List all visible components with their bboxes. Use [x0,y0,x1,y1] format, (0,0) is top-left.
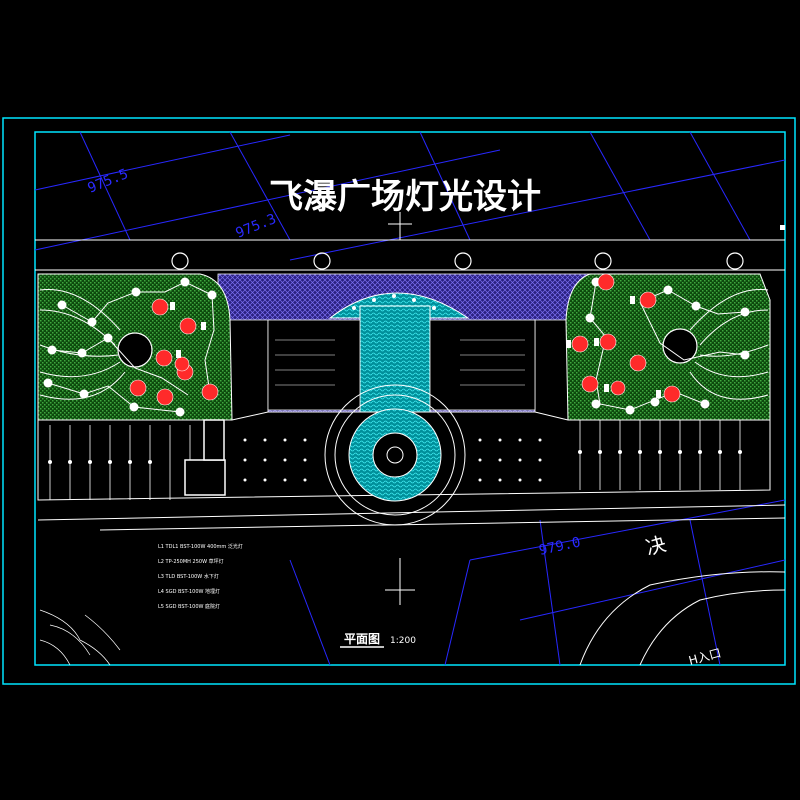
legend-row-3: L3 TLD BST-100W 水下灯 [158,573,219,580]
cascade-lights [352,294,436,310]
lawn-wave-right [689,289,769,400]
legend-row-5: L5 SGD BST-100W 庭院灯 [158,603,220,610]
lower-road [37,504,786,666]
drawing-title: 飞瀑广场灯光设计 [269,177,541,217]
parking-lights [48,450,742,464]
outer-frame [2,117,796,685]
shrub-lights [129,273,681,406]
top-road [35,239,785,271]
survey-grid [34,131,786,666]
scale-label: 1:200 [390,636,416,646]
small-building [184,419,226,496]
legend-row-1: L1 TDL1 BST-100W 400mm 泛光灯 [158,543,243,550]
plaza-floor-lights [243,438,542,482]
axis-marker-bottom [385,558,415,605]
plan-label: 平面图 [344,632,380,646]
parking-right [579,420,741,490]
terrace-steps [275,339,525,386]
road-lamps [171,252,744,270]
road-text: 决 [643,531,669,559]
inner-frame [34,131,786,666]
legend-row-2: L2 TP-250MH 250W 草坪灯 [158,558,224,565]
contour-label-3: 979.0 [538,534,583,558]
legend: L1 TDL1 BST-100W 400mm 泛光灯 L2 TP-250MH 2… [158,543,243,610]
axis-marker-top [388,212,412,240]
edge-tick [780,225,785,230]
left-lawn-feature [117,332,153,368]
shrub-light-caps [170,296,661,398]
plaza-terraces [267,319,536,411]
cascade-channel [359,305,431,425]
terrain-scribble [39,609,121,666]
round-fountain [324,384,466,526]
legend-row-4: L4 SGD BST-100W 地埋灯 [158,588,220,595]
right-lawn-feature [662,328,698,364]
